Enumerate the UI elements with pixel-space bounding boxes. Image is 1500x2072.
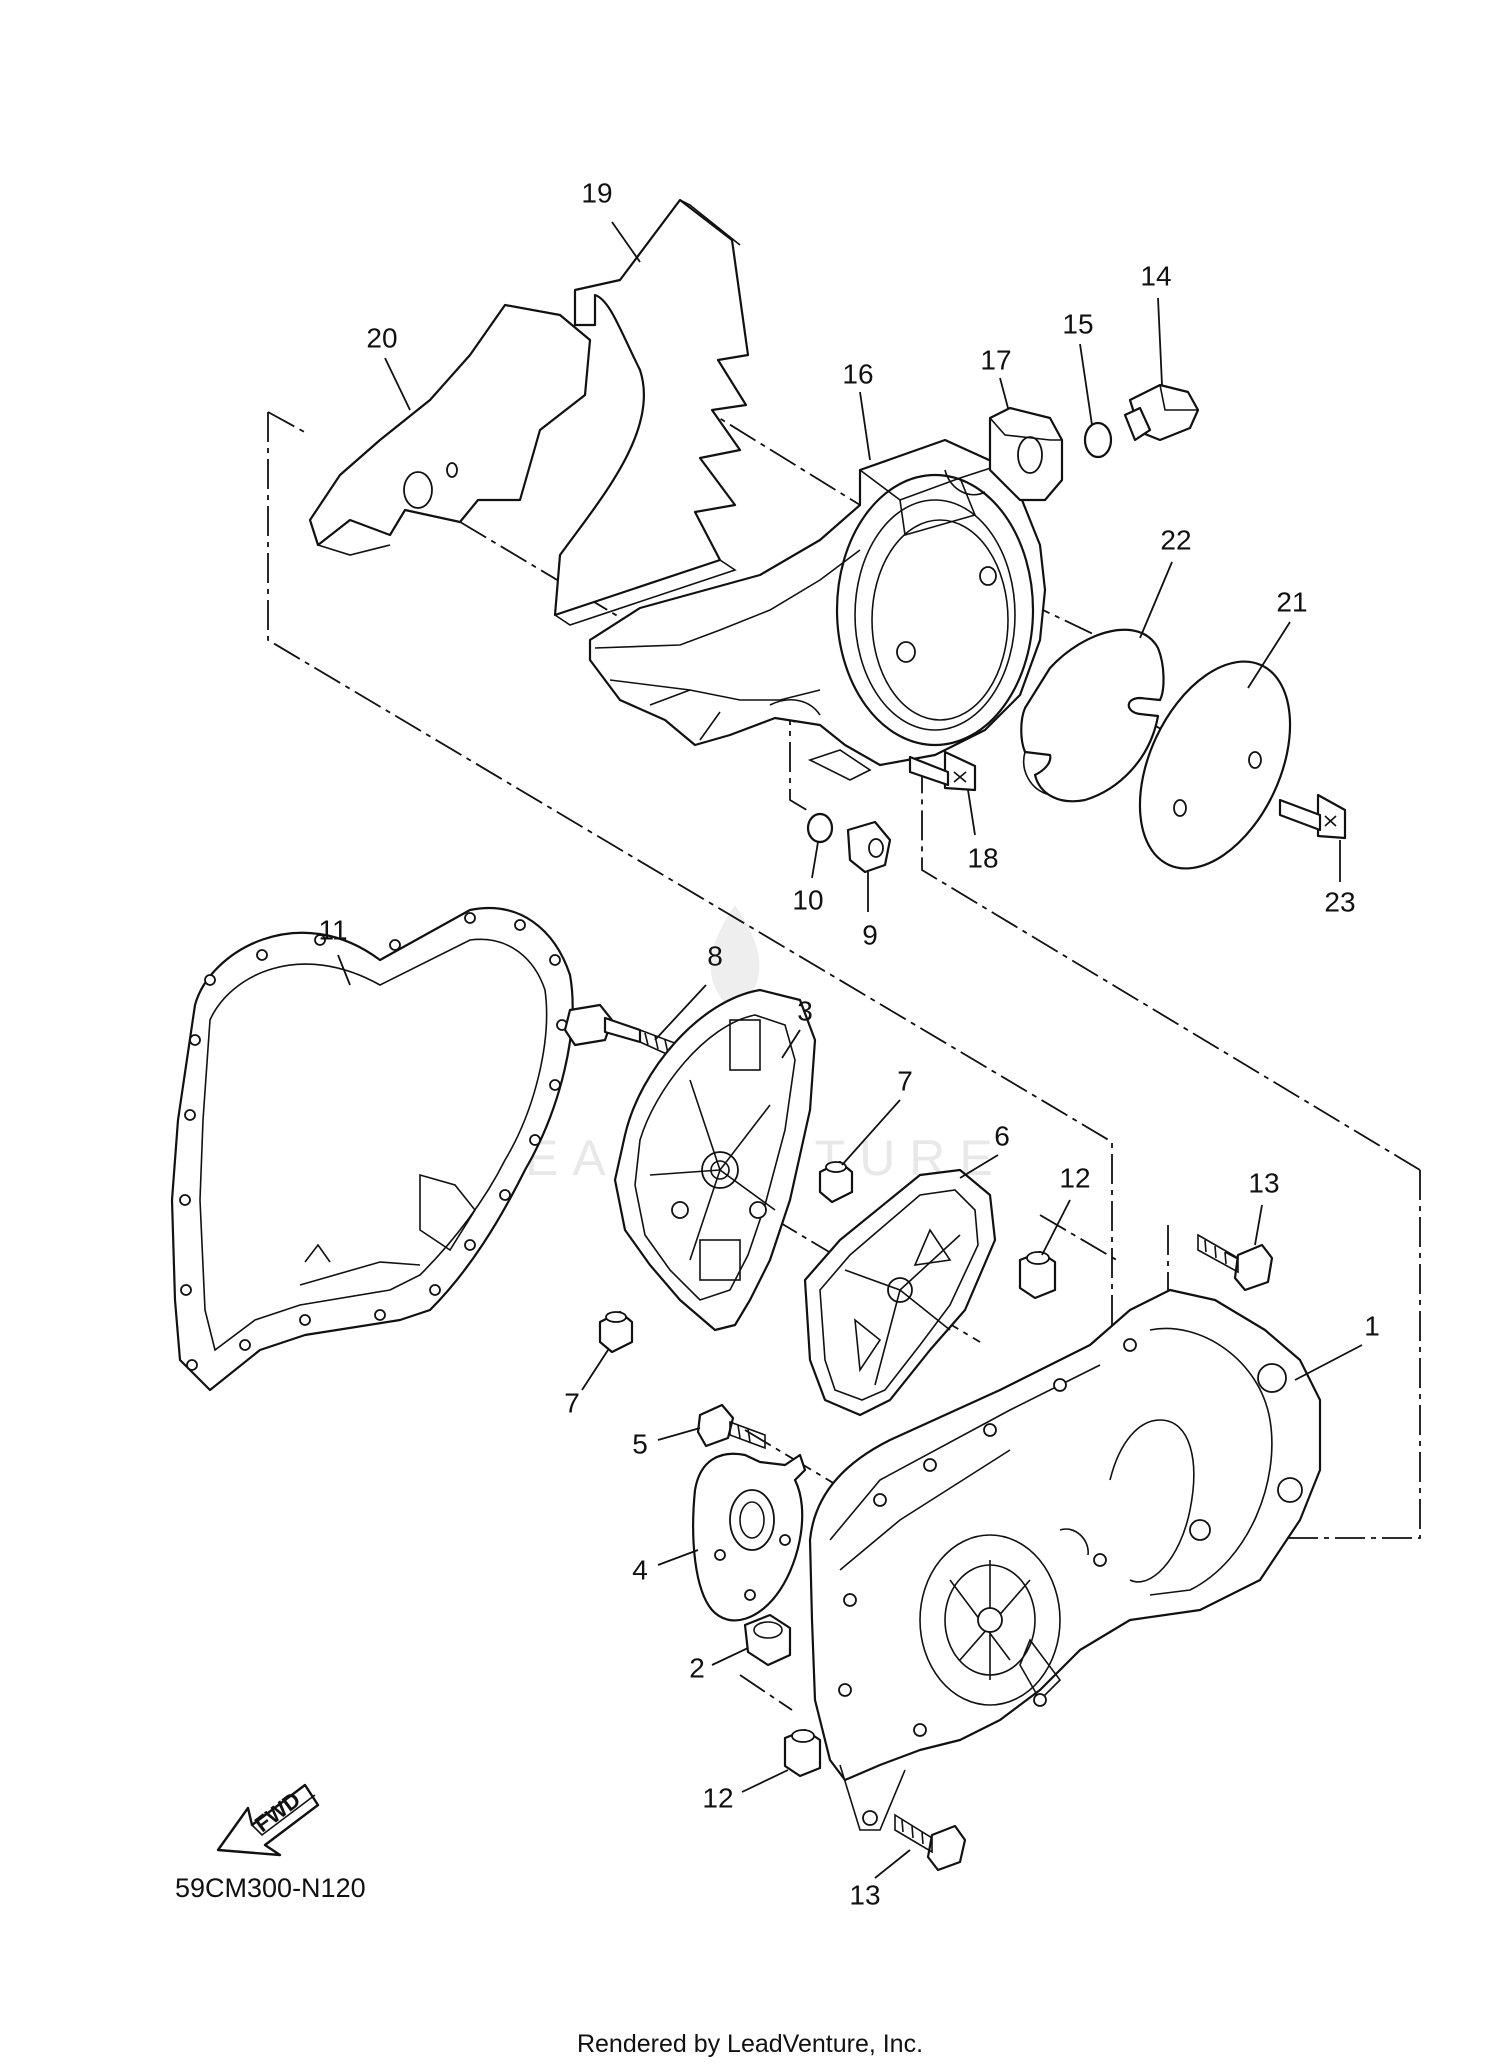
part-5-screw: [696, 1403, 766, 1450]
callout-8: 8: [707, 940, 723, 971]
callout-22: 22: [1160, 524, 1191, 555]
part-10-o-ring: [806, 812, 834, 844]
part-7-dowel-lower: [598, 1310, 634, 1354]
part-13-bolt-upper: [1197, 1233, 1274, 1292]
part-17-knob: [988, 406, 1064, 502]
part-18-screw: [908, 750, 977, 792]
callout-4: 4: [632, 1554, 648, 1585]
part-8-bolt: [563, 1003, 681, 1062]
callout-10: 10: [792, 884, 823, 915]
part-3-housing: [613, 988, 817, 1332]
callout-17: 17: [980, 344, 1011, 375]
callout-11: 11: [318, 914, 347, 945]
part-16-duct-cover: [588, 438, 1047, 781]
gasket-bolt-holes: [179, 912, 568, 1371]
part-1-crankcase-cover: [808, 1288, 1322, 1831]
callout-7-upper: 7: [897, 1065, 913, 1096]
callout-16: 16: [842, 358, 873, 389]
callout-labels: 19 20 16 17 15 14 22 21 18 10 9 23 11 8 …: [318, 177, 1379, 1910]
part-14-plug: [1123, 383, 1200, 442]
callout-3: 3: [797, 995, 813, 1026]
callout-21: 21: [1276, 586, 1307, 617]
callout-12-lower: 12: [702, 1782, 733, 1813]
callout-9: 9: [862, 919, 878, 950]
callout-20: 20: [366, 322, 397, 353]
part-13-bolt-lower: [894, 1813, 967, 1872]
part-4-bracket: [692, 1452, 807, 1622]
callout-6: 6: [994, 1120, 1010, 1151]
callout-14: 14: [1140, 260, 1171, 291]
callout-13-upper: 13: [1248, 1167, 1279, 1198]
callout-19: 19: [581, 177, 612, 208]
footer-credit: Rendered by LeadVenture, Inc.: [577, 2030, 923, 2058]
callout-12-upper: 12: [1059, 1162, 1090, 1193]
callout-2: 2: [689, 1652, 705, 1683]
part-7-dowel-upper: [818, 1160, 854, 1204]
part-23-screw: [1278, 793, 1347, 840]
callout-7-lower: 7: [564, 1387, 580, 1418]
callout-5: 5: [632, 1428, 648, 1459]
part-12-dowel-lower: [783, 1728, 822, 1778]
callout-23: 23: [1324, 886, 1355, 917]
callout-1: 1: [1364, 1310, 1380, 1341]
part-6-gasket: [803, 1168, 997, 1417]
part-20-shield: [308, 303, 592, 556]
part-15-o-ring: [1083, 421, 1113, 459]
part-12-dowel-upper: [1018, 1250, 1057, 1300]
part-11-gasket: [170, 907, 574, 1392]
callout-15: 15: [1062, 308, 1093, 339]
callout-13-lower: 13: [849, 1879, 880, 1910]
diagram-code: 59CM300-N120: [175, 1873, 366, 1903]
leader-lines: [337, 221, 1363, 1879]
part-2-collar: [743, 1613, 792, 1667]
part-9-plug: [846, 820, 892, 874]
callout-18: 18: [967, 842, 998, 873]
part-19-shield: [553, 198, 750, 626]
fwd-arrow-icon: FWD: [216, 1783, 320, 1857]
part-22-half-disc: [1020, 628, 1165, 803]
